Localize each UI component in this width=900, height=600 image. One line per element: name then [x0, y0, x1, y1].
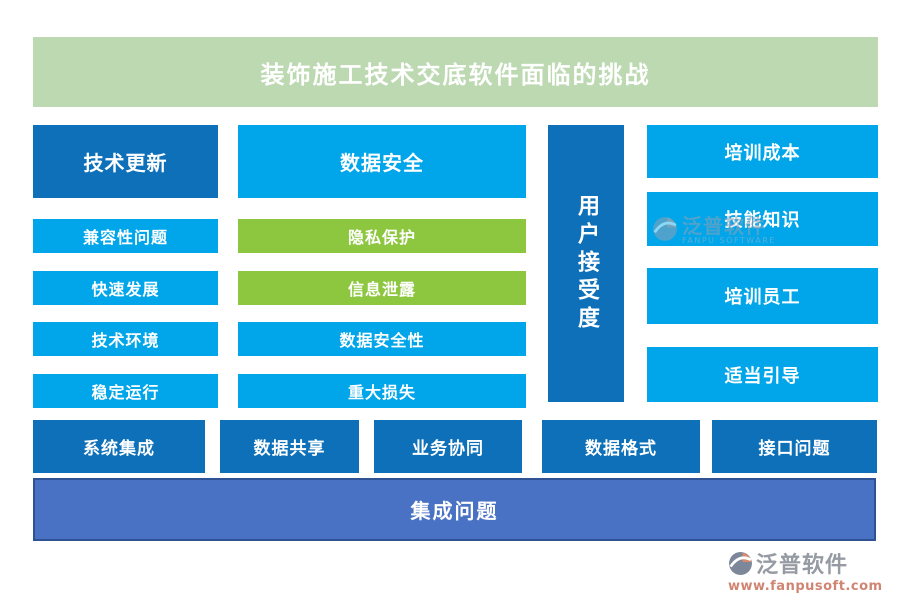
- box-system-integration: 系统集成: [33, 420, 205, 473]
- box-privacy-protection: 隐私保护: [238, 219, 526, 253]
- box-user-acceptance: 用户接受度: [548, 125, 624, 402]
- box-stable-operation: 稳定运行: [33, 374, 218, 408]
- box-interface-issue: 接口问题: [712, 420, 877, 473]
- box-information-leak: 信息泄露: [238, 271, 526, 305]
- box-data-security: 数据安全: [238, 125, 526, 198]
- fanpu-logo-icon: [728, 551, 753, 576]
- box-data-sharing: 数据共享: [220, 420, 359, 473]
- box-rapid-development: 快速发展: [33, 271, 218, 305]
- box-data-safety: 数据安全性: [238, 322, 526, 356]
- watermark-footer: 泛普软件 www.fanpusoft.com: [728, 547, 888, 594]
- box-tech-update: 技术更新: [33, 125, 218, 198]
- integration-banner: 集成问题: [33, 478, 876, 541]
- box-train-staff: 培训员工: [647, 268, 878, 324]
- box-proper-guidance: 适当引导: [647, 347, 878, 402]
- box-major-loss: 重大损失: [238, 374, 526, 408]
- footer-brand-text: 泛普软件: [756, 553, 849, 578]
- box-training-cost: 培训成本: [647, 125, 878, 178]
- diagram-title: 装饰施工技术交底软件面临的挑战: [33, 37, 878, 107]
- box-skill-knowledge: 技能知识: [647, 192, 878, 246]
- footer-url-text: www.fanpusoft.com: [728, 579, 883, 594]
- box-business-collaboration: 业务协同: [374, 420, 522, 473]
- box-compatibility: 兼容性问题: [33, 219, 218, 253]
- box-tech-environment: 技术环境: [33, 322, 218, 356]
- box-data-format: 数据格式: [542, 420, 700, 473]
